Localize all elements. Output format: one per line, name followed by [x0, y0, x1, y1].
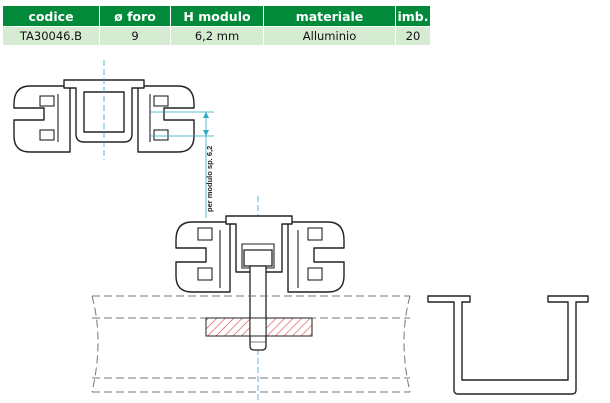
- cell-imb: 20: [395, 26, 431, 46]
- cell-h-modulo: 6,2 mm: [170, 26, 264, 46]
- dimension-arrows: [203, 112, 209, 136]
- spec-data-row: TA30046.B 9 6,2 mm Alluminio 20: [2, 26, 431, 46]
- header-foro: ø foro: [99, 5, 171, 27]
- header-codice: codice: [2, 5, 100, 27]
- profile-large-details: [197, 227, 323, 288]
- spec-table: codice ø foro H modulo materiale imb. TA…: [2, 5, 431, 46]
- dimension-label: per modulo sp. 6,2: [205, 146, 214, 212]
- header-imb: imb.: [395, 5, 431, 27]
- channel-profile: [427, 295, 589, 395]
- cell-codice: TA30046.B: [2, 26, 100, 46]
- profile-small-details: [39, 94, 169, 142]
- spec-header-row: codice ø foro H modulo materiale imb.: [2, 5, 431, 27]
- nut-plate-bolt-gap: [249, 317, 267, 337]
- cell-materiale: Alluminio: [263, 26, 396, 46]
- cell-foro: 9: [99, 26, 171, 46]
- mounting-rail: [91, 295, 411, 393]
- header-h-modulo: H modulo: [170, 5, 264, 27]
